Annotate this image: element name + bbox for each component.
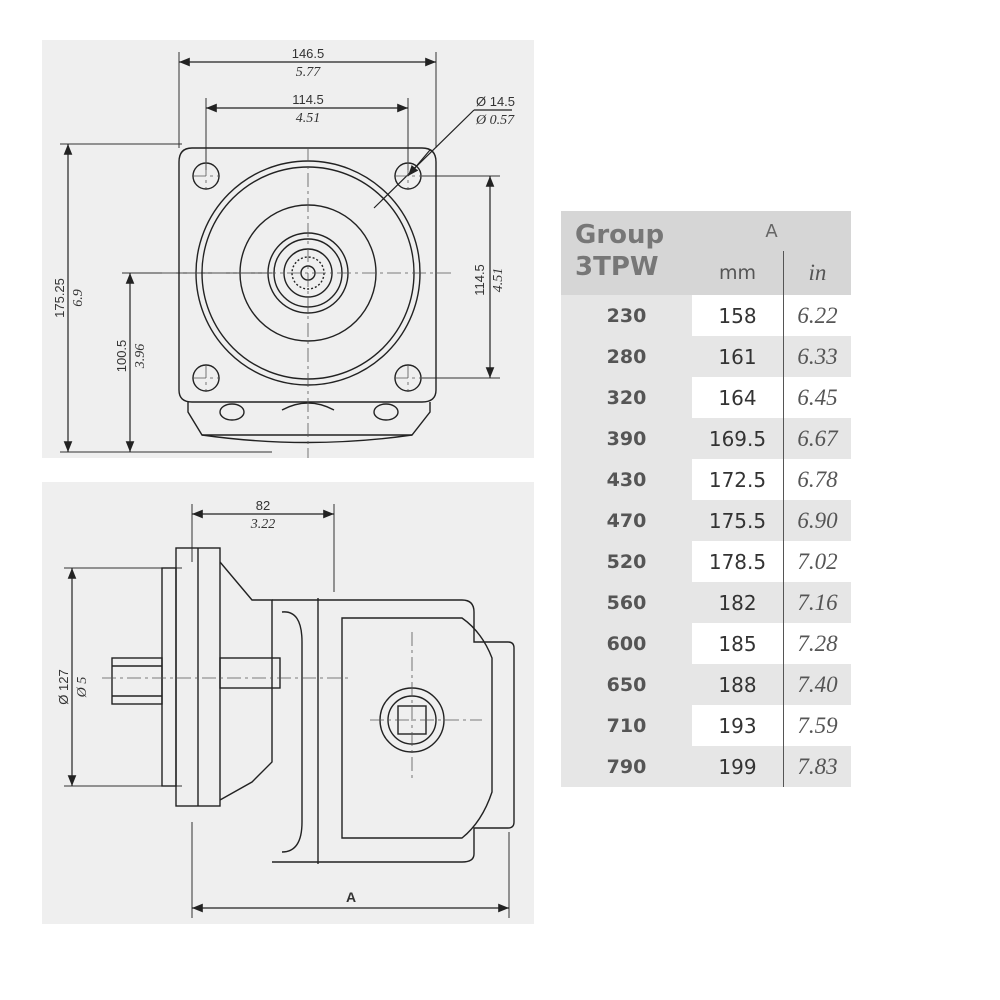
cell-mm: 193 <box>692 705 784 746</box>
cell-mm: 172.5 <box>692 459 784 500</box>
front-view-drawing <box>60 52 512 458</box>
dim-pilot-dia-mm: Ø 127 <box>56 669 71 704</box>
dim-bolt-vspacing-in: 4.51 <box>491 268 506 293</box>
header-a-label: A <box>765 220 778 242</box>
dim-hole-dia-mm: Ø 14.5 <box>476 94 515 109</box>
cell-group: 320 <box>561 377 692 418</box>
cell-mm: 188 <box>692 664 784 705</box>
side-view-drawing <box>64 504 515 918</box>
header-group-line1: Group <box>575 220 665 250</box>
cell-mm: 169.5 <box>692 418 784 459</box>
cell-group: 280 <box>561 336 692 377</box>
cell-mm: 182 <box>692 582 784 623</box>
header-group: Group 3TPW <box>561 211 692 295</box>
dim-bolt-vspacing-mm: 114.5 <box>472 264 487 296</box>
cell-in: 6.22 <box>784 295 851 336</box>
header-group-line2: 3TPW <box>575 252 659 282</box>
header-unit-in: in <box>808 260 827 285</box>
dim-axis-height-in: 3.96 <box>133 344 148 370</box>
side-view-panel: 82 3.22 Ø 127 Ø 5 A <box>42 482 534 924</box>
cell-mm: 164 <box>692 377 784 418</box>
dim-flange-depth-mm: 82 <box>256 498 270 513</box>
cell-mm: 175.5 <box>692 500 784 541</box>
dim-width-in: 5.77 <box>296 65 322 80</box>
dim-flange-depth-in: 3.22 <box>250 517 276 532</box>
cell-in: 6.67 <box>784 418 851 459</box>
dim-hole-dia-in: Ø 0.57 <box>475 113 515 128</box>
cell-in: 7.16 <box>784 582 851 623</box>
cell-in: 7.28 <box>784 623 851 664</box>
dim-height-in: 6.9 <box>71 289 86 307</box>
cell-mm: 158 <box>692 295 784 336</box>
dim-length-a: A <box>346 889 356 905</box>
cell-group: 430 <box>561 459 692 500</box>
front-view-labels: 146.5 5.77 114.5 4.51 Ø 14.5 Ø 0.57 175.… <box>52 46 515 373</box>
cell-in: 6.90 <box>784 500 851 541</box>
front-view-panel: 146.5 5.77 114.5 4.51 Ø 14.5 Ø 0.57 175.… <box>42 40 534 458</box>
table-header: Group 3TPW A mm in <box>561 211 851 295</box>
dim-pilot-dia-in: Ø 5 <box>75 677 90 699</box>
cell-group: 390 <box>561 418 692 459</box>
header-a: A mm in <box>692 211 851 295</box>
cell-mm: 178.5 <box>692 541 784 582</box>
cell-group: 600 <box>561 623 692 664</box>
cell-mm: 185 <box>692 623 784 664</box>
side-view-labels: 82 3.22 Ø 127 Ø 5 A <box>56 498 356 905</box>
dim-height-mm: 175.25 <box>52 278 67 318</box>
cell-in: 7.83 <box>784 746 851 787</box>
dim-axis-height-mm: 100.5 <box>114 340 129 373</box>
cell-in: 7.59 <box>784 705 851 746</box>
cell-in: 6.45 <box>784 377 851 418</box>
cell-group: 520 <box>561 541 692 582</box>
cell-group: 560 <box>561 582 692 623</box>
cell-mm: 161 <box>692 336 784 377</box>
cell-in: 6.33 <box>784 336 851 377</box>
cell-group: 470 <box>561 500 692 541</box>
dim-bolt-spacing-in: 4.51 <box>296 111 321 126</box>
header-unit-mm: mm <box>692 251 784 295</box>
cell-in: 7.02 <box>784 541 851 582</box>
cell-mm: 199 <box>692 746 784 787</box>
cell-group: 230 <box>561 295 692 336</box>
dim-bolt-spacing-mm: 114.5 <box>292 92 324 107</box>
cell-group: 650 <box>561 664 692 705</box>
cell-group: 710 <box>561 705 692 746</box>
cell-in: 6.78 <box>784 459 851 500</box>
cell-group: 790 <box>561 746 692 787</box>
cell-in: 7.40 <box>784 664 851 705</box>
dim-width-mm: 146.5 <box>292 46 325 61</box>
